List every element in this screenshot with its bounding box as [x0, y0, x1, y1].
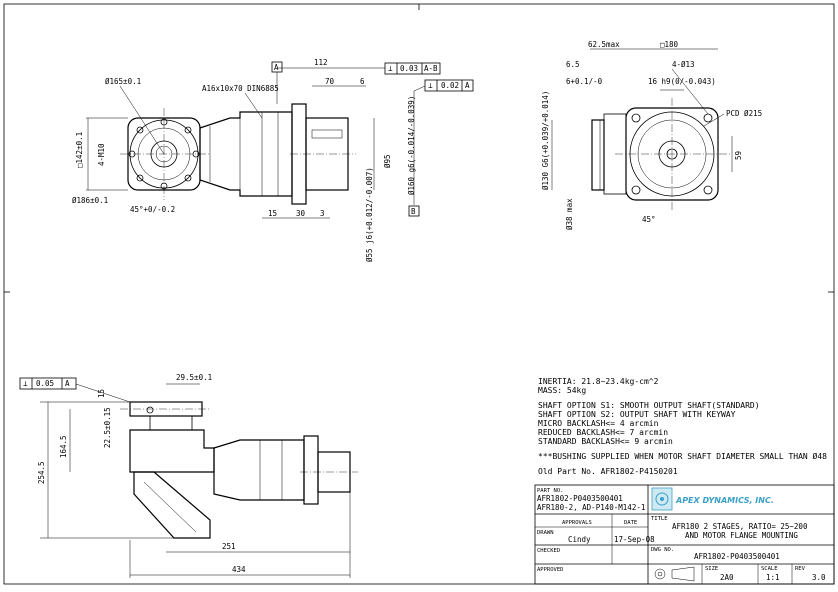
dim-w295: 29.5±0.1 [176, 373, 212, 382]
dim-pcd165: Ø165±0.1 [105, 77, 141, 86]
size-label: SIZE [705, 566, 718, 572]
drawn-date: 17-Sep-08 [614, 535, 655, 544]
part-no-label: PART NO. [537, 488, 564, 494]
datum-b-box [408, 205, 420, 217]
dim-h225: 22.5±0.15 [103, 407, 112, 448]
angled-adapter [133, 471, 211, 539]
dim-s6: 6+0.1/-0 [566, 77, 603, 86]
dim-d55: Ø55 j6(+0.012/-0.007) [365, 167, 374, 262]
tol-perp2-value: 0.02 [441, 81, 459, 90]
projection-symbol-icon [654, 568, 666, 580]
notes-block: INERTIA: 21.8~23.4kg-cm^2 MASS: 54kg SHA… [538, 377, 827, 476]
note-oldpart: Old Part No. AFR1802-P4150201 [538, 467, 678, 476]
drawn-label: DRAWN [537, 530, 554, 536]
tol-frame-3-ref: A [65, 379, 70, 388]
dim-sq180: □180 [660, 40, 679, 49]
side-housing [591, 119, 605, 191]
tol-frame-3 [19, 377, 77, 390]
dim-angle45: 45°+0/-0.2 [130, 205, 175, 214]
dim-angle45-side: 45° [642, 215, 656, 224]
scale-value: 1:1 [766, 573, 780, 582]
dim-h15: 15 [97, 389, 106, 398]
dim-len30: 30 [296, 209, 306, 218]
note-opt2: SHAFT OPTION S2: OUTPUT SHAFT WITH KEYWA… [538, 410, 736, 419]
svg-text:⊥: ⊥ [388, 64, 393, 73]
dim-len70: 70 [325, 77, 335, 86]
dim-len15: 15 [268, 209, 277, 218]
tol-frame-3-value: 0.05 [36, 379, 54, 388]
approved-label: APPROVED [537, 567, 564, 573]
datum-a-label: A [274, 63, 279, 72]
note-mass: MASS: 54kg [538, 386, 586, 395]
checked-label: CHECKED [537, 548, 560, 554]
tol-frame-1 [384, 62, 441, 75]
dim-h65: 6.5 [566, 60, 580, 69]
note-inertia: INERTIA: 21.8~23.4kg-cm^2 [538, 377, 659, 386]
tol-perp-value: 0.03 [400, 64, 418, 73]
dim-h1645: 164.5 [59, 435, 68, 458]
svg-text:⊥: ⊥ [23, 379, 28, 388]
note-reduced: REDUCED BACKLASH<= 7 arcmin [538, 428, 668, 437]
scale-label: SCALE [761, 566, 778, 572]
note-opt1: SHAFT OPTION S1: SMOOTH OUTPUT SHAFT(STA… [538, 401, 760, 410]
tol-perp2-ref: A [465, 81, 470, 90]
svg-text:⊥: ⊥ [428, 81, 433, 90]
dwg-no: AFR1802-P0403500401 [694, 552, 780, 561]
horizontal-housing [213, 439, 305, 501]
dim-key: A16x10x70 DIN6885 [202, 84, 279, 93]
part-no-2: AFR180-2, AD-P140-M142-1 [537, 503, 645, 512]
size-value: 2A0 [720, 573, 734, 582]
dim-sq142: □142±0.1 [75, 132, 84, 168]
dim-d95: Ø95 [383, 154, 392, 168]
drawn-by: Cindy [568, 535, 591, 544]
dim-w251: 251 [222, 542, 236, 551]
dim-d186: Ø186±0.1 [72, 196, 108, 205]
rev-label: REV [795, 566, 806, 572]
dim-v59: 59 [734, 151, 743, 160]
note-bushing: ***BUSHING SUPPLIED WHEN MOTOR SHAFT DIA… [538, 451, 827, 461]
date-label: DATE [624, 520, 637, 526]
dim-m10: 4-M10 [97, 143, 106, 166]
front-view: ⊥ 0.05 A 15 29.5±0.1 22.5±0.15 164.5 254… [19, 373, 358, 578]
title-block: PART NO. AFR1802-P0403500401 AFR180-2, A… [534, 484, 835, 585]
part-no-1: AFR1802-P0403500401 [537, 494, 623, 503]
datum-b-label: B [411, 207, 416, 216]
gear-housing [129, 429, 215, 473]
title-line-2: AND MOTOR FLANGE MOUNTING [685, 531, 798, 540]
rev-value: 3.0 [812, 573, 826, 582]
dim-d62: 62.5max [588, 40, 620, 49]
company-name: APEX DYNAMICS, INC. [675, 496, 774, 505]
title-label: TITLE [651, 516, 668, 522]
dim-pcd215: PCD Ø215 [726, 109, 762, 118]
dim-w434: 434 [232, 565, 246, 574]
dim-key16: 16 h9(0/-0.043) [648, 77, 716, 86]
approvals-label: APPROVALS [562, 520, 592, 526]
dim-d38: Ø38 max [565, 198, 574, 230]
top-view: Ø165±0.1 □142±0.1 4-M10 Ø186±0.1 45°+0/-… [72, 58, 474, 262]
note-standard: STANDARD BACKLASH<= 9 arcmin [538, 437, 673, 446]
dim-d160: Ø160 g6(-0.014/-0.039) [407, 96, 416, 195]
dim-len112: 112 [314, 58, 328, 67]
title-line-1: AFR180 2 STAGES, RATIO= 25~200 [672, 522, 808, 531]
dim-len6: 6 [360, 77, 365, 86]
dwg-no-label: DWG NO. [651, 547, 674, 553]
tol-frame-2 [424, 79, 474, 92]
dim-len3: 3 [320, 209, 325, 218]
tol-perp-ref: A-B [424, 64, 438, 73]
side-view: 62.5max □180 6.5 4-Ø13 6+0.1/-0 16 h9(0/… [541, 40, 762, 230]
dim-d130: Ø130 G6(+0.039/+0.014) [541, 91, 550, 190]
note-micro: MICRO BACKLASH<= 4 arcmin [538, 419, 659, 428]
dim-holes: 4-Ø13 [672, 60, 695, 69]
dim-h2545: 254.5 [37, 461, 46, 484]
